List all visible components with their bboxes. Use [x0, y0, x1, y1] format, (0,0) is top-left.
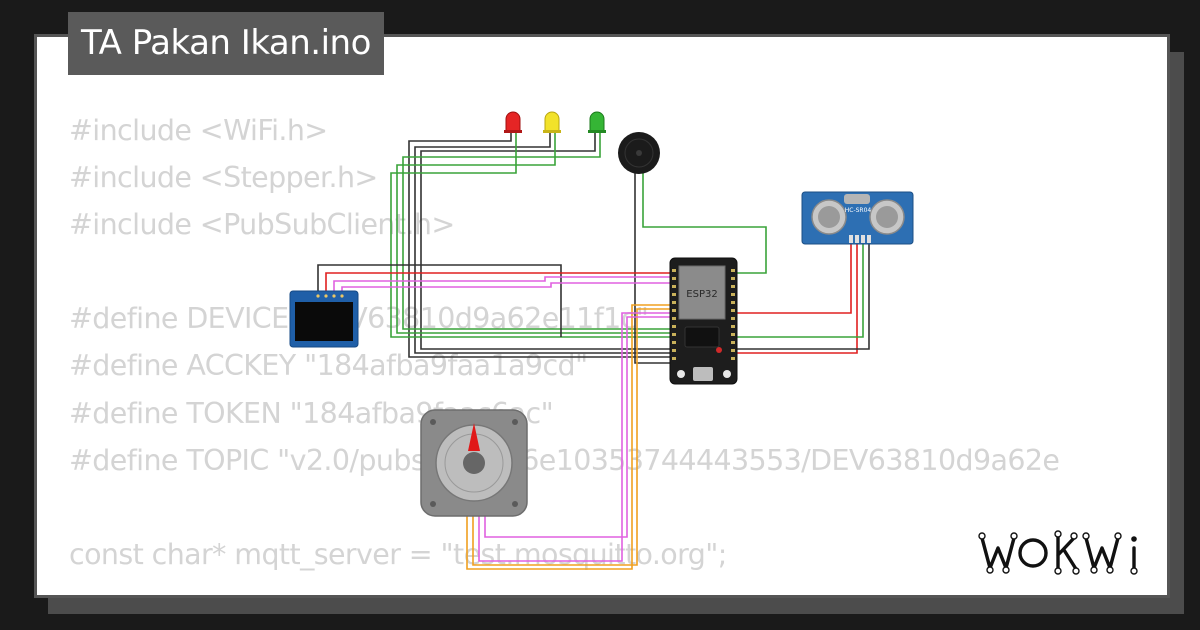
- led-yellow-icon[interactable]: [543, 111, 561, 133]
- project-card[interactable]: #include <WiFi.h> #include <Stepper.h> #in…: [34, 34, 1170, 598]
- led-red-icon[interactable]: [504, 111, 522, 133]
- led-green-icon[interactable]: [588, 111, 606, 133]
- code-line: #include <WiFi.h>: [69, 114, 328, 147]
- code-line: const char* mqtt_server = "test.mosquitt…: [69, 537, 727, 571]
- code-line: #include <PubSubClient.h>: [69, 208, 455, 242]
- esp32-board-icon[interactable]: ESP32: [669, 257, 738, 385]
- ultrasonic-label: HC-SR04: [845, 207, 872, 214]
- ultrasonic-sensor-icon[interactable]: HC-SR04: [801, 191, 914, 245]
- circuit-diagram: ESP32: [289, 111, 914, 570]
- code-line: #define ACCKEY "184afba9faa1a9cd": [69, 349, 588, 383]
- code-line: #define TOPIC "v2.0/pubs/APP636e10353744…: [69, 443, 1060, 477]
- wires: [317, 133, 870, 570]
- code-line: #include <Stepper.h>: [69, 161, 378, 195]
- esp32-label: ESP32: [686, 289, 717, 300]
- wokwi-logo: [978, 530, 1138, 575]
- stepper-motor-icon[interactable]: [420, 409, 528, 517]
- buzzer-icon[interactable]: [618, 132, 660, 174]
- project-title[interactable]: TA Pakan Ikan.ino: [68, 12, 384, 75]
- oled-display-icon[interactable]: [289, 290, 359, 348]
